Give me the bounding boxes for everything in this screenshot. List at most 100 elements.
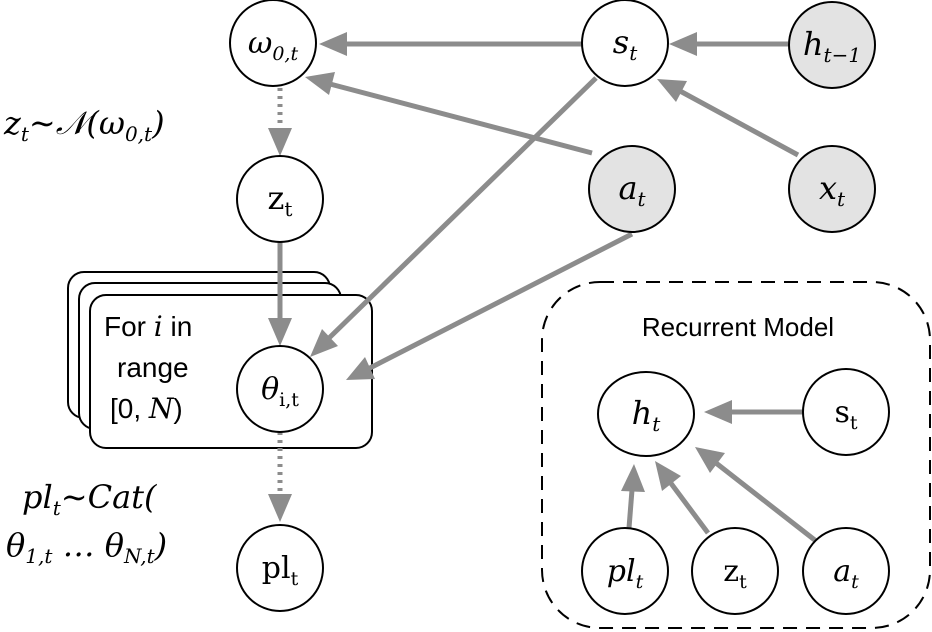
pl-subscript: t	[291, 568, 299, 590]
svg-text:st: st	[613, 23, 638, 65]
a-subscript: t	[638, 187, 647, 211]
arrowhead-s-to-omega	[319, 32, 347, 56]
plate-label-line2: range	[117, 352, 189, 383]
arrowhead-rm-z-to-h	[655, 461, 681, 491]
plate-line3-suffix: )	[173, 393, 182, 424]
rm-h-subscript: t	[652, 412, 661, 436]
eq-z-sub2: 0,t	[125, 122, 153, 146]
node-h-prev: ht−1	[788, 1, 876, 89]
plate-label-line1: For i in	[104, 310, 192, 343]
svg-text:θi,t: θi,t	[261, 372, 299, 411]
rm-z-symbol: z	[723, 554, 739, 589]
svg-text:ht: ht	[632, 394, 662, 436]
node-z: zt	[236, 155, 324, 243]
a-symbol: a	[618, 169, 637, 207]
rm-node-s: st	[802, 368, 890, 456]
svg-text:zt: zt	[268, 179, 293, 221]
node-omega: ω0,t	[229, 0, 317, 87]
rm-node-a: at	[802, 527, 890, 615]
svg-text:at: at	[833, 554, 859, 593]
svg-text:ht−1: ht−1	[803, 25, 861, 67]
recurrent-model-box	[541, 281, 931, 629]
rm-node-pl: plt	[581, 527, 669, 615]
node-theta: θi,t	[236, 345, 324, 433]
svg-text:plt: plt	[607, 554, 644, 593]
rm-s-subscript: t	[850, 412, 858, 434]
omega-subscript: 0,t	[272, 43, 298, 65]
s-symbol: s	[613, 23, 629, 61]
eq-thetaN-sub: N,t	[123, 544, 156, 568]
arrowhead-s-to-theta	[310, 329, 338, 357]
rm-h-symbol: h	[632, 394, 653, 432]
s-subscript: t	[629, 41, 638, 65]
rm-node-z: zt	[691, 527, 779, 615]
svg-text:plt: plt	[262, 551, 299, 590]
eq-z-sub: t	[21, 122, 30, 146]
arrowhead-omega-to-z	[268, 128, 292, 156]
rm-a-symbol: a	[833, 554, 851, 589]
arrowhead-rm-a-to-h	[695, 447, 725, 473]
plate-line3-prefix: [0,	[110, 393, 149, 424]
edge-a-to-theta	[366, 231, 634, 372]
eq-pl-main: pl	[22, 478, 53, 516]
plate-line1-var: i	[154, 310, 163, 343]
arrowhead-hprev-to-s	[669, 32, 697, 56]
eq-pl-close: )	[154, 526, 167, 564]
plate-label-line3: [0, N)	[110, 392, 183, 425]
eq-z-rest: ∼𝒩(ω	[29, 104, 125, 142]
plate-line1-prefix: For	[104, 311, 154, 342]
arrowhead-a-to-theta	[346, 357, 375, 380]
arrowhead-x-to-s	[657, 79, 687, 102]
eq-theta-mid: … θ	[52, 526, 124, 564]
edge-rm-a-to-h	[714, 461, 818, 543]
rm-s-symbol: s	[834, 395, 849, 430]
recurrent-model-title: Recurrent Model	[642, 312, 834, 342]
theta-subscript: i,t	[279, 389, 299, 411]
edge-rm-pl-to-h	[626, 489, 635, 529]
z-subscript: t	[284, 197, 292, 221]
pl-symbol: pl	[262, 551, 291, 586]
edge-x-to-s	[678, 88, 800, 158]
eq-z-main: z	[3, 104, 22, 142]
arrowhead-rm-s-to-h	[704, 400, 732, 424]
node-x: xt	[788, 145, 876, 233]
node-a: at	[588, 145, 676, 233]
plate-line1-suffix: in	[163, 311, 193, 342]
svg-text:at: at	[618, 169, 646, 211]
edge-s-to-theta	[325, 76, 598, 342]
node-s: st	[581, 0, 669, 87]
arrowhead-theta-to-pl	[268, 494, 292, 522]
node-pl: plt	[236, 524, 324, 612]
eq-theta1-sub: 1,t	[25, 544, 53, 568]
x-symbol: x	[819, 169, 837, 207]
rm-pl-subscript: t	[636, 571, 644, 593]
theta-symbol: θ	[261, 372, 279, 407]
rm-a-subscript: t	[851, 571, 859, 593]
svg-text:ω0,t: ω0,t	[248, 26, 299, 65]
eq-pl-rest: ∼Cat(	[61, 478, 158, 516]
eq-theta1: θ	[6, 526, 25, 564]
equation-pl-line2: θ1,t … θN,t)	[6, 526, 167, 568]
rm-pl-symbol: pl	[607, 554, 636, 589]
svg-text:st: st	[834, 395, 857, 434]
z-symbol: z	[268, 179, 285, 217]
rm-node-h: ht	[597, 371, 695, 457]
arrowhead-rm-pl-to-h	[621, 464, 645, 492]
eq-z-close: )	[151, 104, 164, 142]
edge-a-to-omega	[329, 81, 593, 156]
omega-symbol: ω	[248, 26, 272, 61]
rm-z-subscript: t	[739, 571, 747, 593]
plate-line3-var: N	[148, 392, 175, 425]
svg-text:xt: xt	[819, 169, 846, 211]
arrowhead-z-to-theta	[268, 318, 292, 346]
svg-text:zt: zt	[723, 554, 747, 593]
equation-z-distribution: zt∼𝒩(ω0,t)	[3, 104, 165, 146]
equation-pl-line1: plt∼Cat(	[22, 478, 158, 520]
x-subscript: t	[837, 187, 846, 211]
hprev-symbol: h	[803, 25, 824, 63]
eq-pl-sub: t	[53, 496, 62, 520]
hprev-subscript: t−1	[824, 43, 862, 67]
arrowhead-a-to-omega	[305, 72, 335, 95]
